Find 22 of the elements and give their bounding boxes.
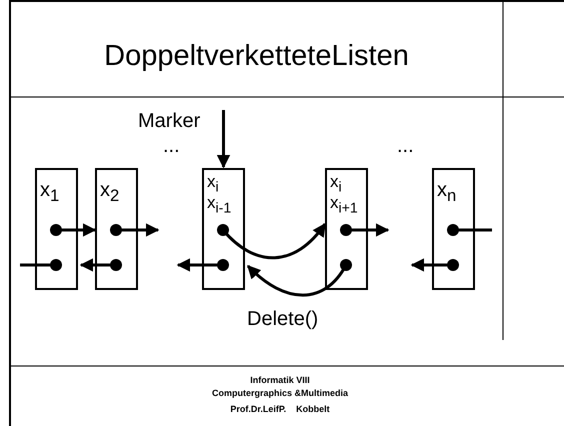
- ellipsis: ...: [163, 135, 180, 158]
- node-label: x$_{1}$: [40, 180, 60, 206]
- slide-title: DoppeltverketteteListen: [103, 40, 410, 73]
- node-label: x$_{i}$: [330, 173, 342, 196]
- list-node-box: [432, 168, 475, 290]
- footer-text: Prof.Dr.LeifP. Kobbelt: [229, 404, 331, 414]
- node-label: x$_{2}$: [100, 180, 120, 206]
- list-node-box: [325, 168, 368, 290]
- list-node-box: [202, 168, 245, 290]
- arrow: [246, 264, 348, 297]
- list-node-box: [35, 168, 78, 290]
- node-label: x$_{i-1}$: [207, 194, 232, 218]
- footer-text: Informatik VIII: [249, 375, 311, 385]
- node-label: x$_{n}$: [437, 180, 456, 206]
- marker-label: Marker: [138, 110, 200, 133]
- arrow: [216, 110, 230, 168]
- ellipsis: ...: [397, 135, 414, 158]
- method-label: Delete(): [247, 308, 318, 331]
- list-node-box: [95, 168, 138, 290]
- node-label: x$_{i}$: [207, 173, 219, 196]
- footer-text: Computergraphics &Multimedia: [210, 388, 349, 398]
- node-label: x$_{i+1}$: [330, 194, 358, 218]
